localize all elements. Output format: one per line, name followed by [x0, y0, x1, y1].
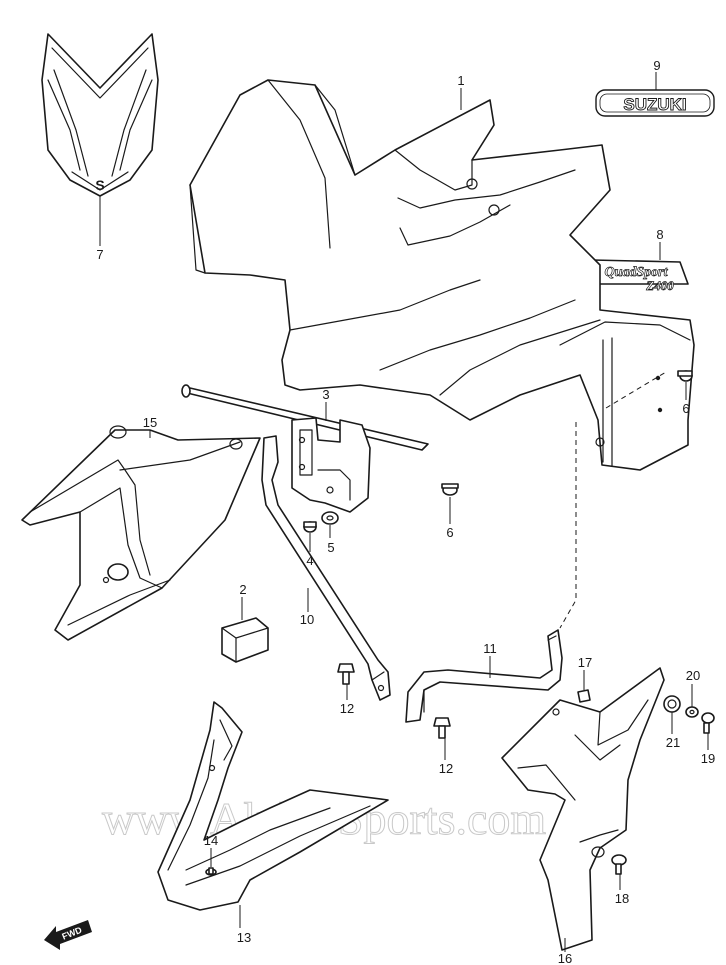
washer-20[interactable]: [685, 706, 699, 718]
callout-7: 7: [96, 247, 103, 262]
support-stay[interactable]: [181, 384, 429, 513]
callout-10: 10: [300, 612, 314, 627]
callout-15: 15: [143, 415, 157, 430]
washer-5[interactable]: [321, 511, 339, 525]
callout-9: 9: [653, 58, 660, 73]
decal-s-emblem: S: [95, 177, 104, 193]
clip-14[interactable]: [205, 867, 217, 876]
clip-17[interactable]: [577, 689, 591, 703]
suzuki-logo-emblem[interactable]: SUZUKI: [595, 89, 715, 117]
bracket-10[interactable]: [261, 435, 391, 701]
bracket-11[interactable]: [405, 629, 563, 723]
z400-script: Z400: [645, 278, 674, 293]
callout-6-center: 6: [446, 525, 453, 540]
front-decal[interactable]: S: [41, 33, 159, 197]
quadsport-script: QuadSport: [604, 265, 668, 280]
callout-1: 1: [457, 73, 464, 88]
callout-14: 14: [204, 833, 218, 848]
callout-2: 2: [239, 582, 246, 597]
callout-3: 3: [322, 387, 329, 402]
fwd-arrow-icon: FWD: [44, 920, 92, 950]
left-side-cover[interactable]: [21, 425, 261, 641]
callout-6-right: 6: [682, 401, 689, 416]
suzuki-logo-text: SUZUKI: [623, 95, 686, 114]
quadsport-emblem[interactable]: QuadSport Z400: [591, 259, 689, 293]
callout-4: 4: [306, 553, 313, 568]
screw-19[interactable]: [701, 712, 715, 734]
bolt-6-right[interactable]: [677, 370, 693, 382]
bolt-6-center[interactable]: [441, 483, 459, 496]
right-lower-cover[interactable]: [501, 667, 665, 951]
callout-11: 11: [483, 641, 497, 656]
callout-12-right: 12: [439, 761, 453, 776]
callout-18: 18: [615, 891, 629, 906]
callout-21: 21: [666, 735, 680, 750]
callout-8: 8: [656, 227, 663, 242]
bolt-18[interactable]: [611, 854, 627, 875]
callout-19: 19: [701, 751, 715, 766]
callout-16: 16: [558, 951, 572, 965]
callout-13: 13: [237, 930, 251, 945]
callout-20: 20: [686, 668, 700, 683]
callout-17: 17: [578, 655, 592, 670]
front-fender-cowl[interactable]: [189, 79, 695, 471]
bolt-12-left[interactable]: [337, 663, 355, 685]
bolt-4[interactable]: [303, 521, 317, 533]
callout-5: 5: [327, 540, 334, 555]
bolt-12-right[interactable]: [433, 717, 451, 739]
cushion-2[interactable]: [221, 617, 269, 663]
callout-12-left: 12: [340, 701, 354, 716]
grommet-21[interactable]: [663, 695, 681, 713]
lower-front-guard[interactable]: [157, 701, 389, 911]
